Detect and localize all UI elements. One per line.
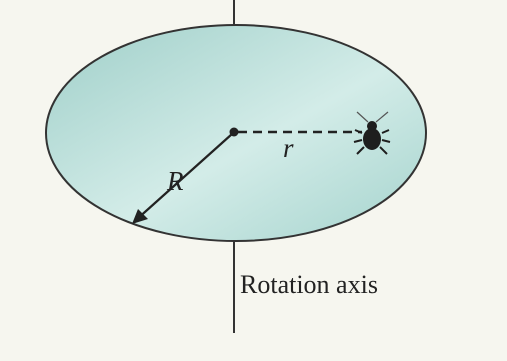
label-rotation-axis: Rotation axis: [240, 270, 378, 299]
label-R: R: [166, 166, 184, 196]
radius-R-line: [135, 133, 233, 221]
bug-icon: [353, 111, 391, 155]
label-r: r: [283, 133, 294, 163]
radius-R-arrowhead: [132, 209, 148, 224]
